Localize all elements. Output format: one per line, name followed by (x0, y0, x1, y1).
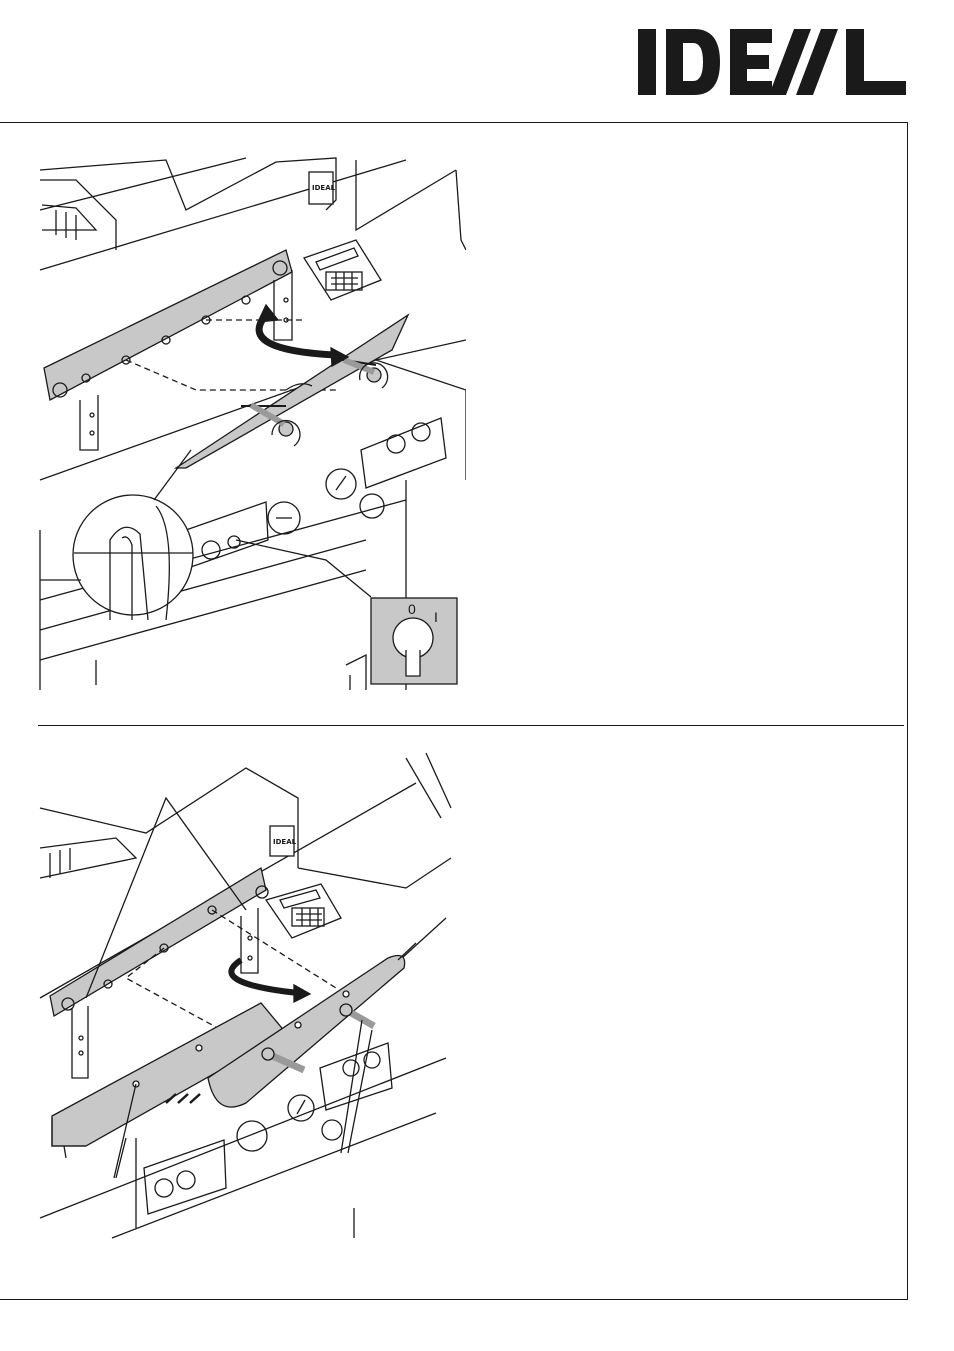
svg-text:I: I (434, 609, 438, 625)
machine-badge-2: IDEAL (270, 826, 297, 856)
keypad-panel (304, 240, 381, 300)
machine-body-2 (40, 753, 451, 1238)
figure-blade-removal: IDEAL (36, 150, 466, 695)
magnifier-detail (40, 450, 193, 620)
machine-badge: IDEAL (309, 172, 336, 204)
arrow-head-icon (294, 985, 310, 1002)
ideal-logo-icon (636, 26, 908, 98)
keypad-panel-2 (266, 884, 341, 938)
figure-blade-installation: IDEAL (36, 748, 456, 1248)
brand-logo (636, 26, 908, 98)
svg-text:0: 0 (408, 601, 416, 617)
svg-text:IDEAL: IDEAL (312, 184, 336, 192)
section-divider (38, 725, 904, 726)
lower-bracket (346, 655, 366, 690)
main-switch-callout: 0 I (236, 540, 457, 684)
svg-text:IDEAL: IDEAL (273, 838, 297, 846)
